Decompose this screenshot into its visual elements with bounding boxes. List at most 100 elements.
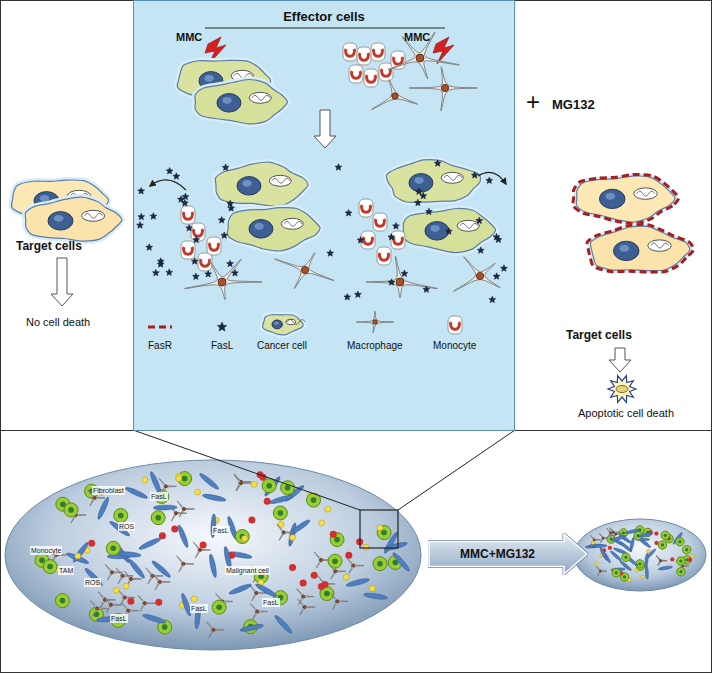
zoom-line bbox=[133, 430, 360, 510]
macrophage bbox=[366, 256, 437, 298]
fibroblast bbox=[125, 486, 149, 500]
monocyte bbox=[373, 213, 387, 231]
release-arrow bbox=[478, 172, 506, 184]
fibroblast bbox=[593, 544, 607, 547]
fibroblast bbox=[228, 551, 252, 560]
fasl-star bbox=[327, 250, 334, 257]
monocyte bbox=[371, 43, 385, 61]
fibroblast bbox=[202, 493, 226, 503]
macrophage bbox=[177, 556, 194, 572]
macrophage bbox=[453, 257, 500, 292]
fasl-star bbox=[501, 265, 508, 272]
macrophage bbox=[409, 67, 477, 111]
malignant-cell bbox=[235, 530, 249, 544]
cell-type-label: Fibroblast bbox=[92, 486, 125, 495]
fasl-star bbox=[489, 296, 496, 303]
macrophage bbox=[356, 311, 393, 333]
fasl-star bbox=[388, 234, 395, 241]
monocyte bbox=[181, 241, 195, 259]
tumour-large bbox=[5, 460, 421, 650]
molecule-label: ROS bbox=[118, 522, 135, 531]
ros-dot bbox=[319, 520, 325, 526]
macrophage bbox=[138, 595, 155, 611]
macrophage bbox=[177, 501, 194, 517]
fibroblast bbox=[117, 551, 141, 558]
outcome-label: No cell death bbox=[26, 316, 90, 329]
fibroblast bbox=[66, 551, 90, 565]
monocyte-dot bbox=[127, 598, 134, 605]
cell-type-label: TAM bbox=[58, 566, 74, 575]
fibroblast bbox=[289, 518, 311, 536]
malignant-cell bbox=[676, 538, 684, 546]
fibroblast bbox=[151, 559, 172, 578]
tumour-illustration bbox=[5, 430, 706, 650]
legend-label: Macrophage bbox=[347, 340, 403, 351]
fasl-star bbox=[477, 247, 484, 254]
macrophage bbox=[331, 593, 348, 609]
ros-dot bbox=[176, 475, 182, 481]
macrophage bbox=[105, 564, 122, 580]
tumour-small bbox=[574, 519, 706, 591]
fasl-star bbox=[345, 209, 352, 216]
fibroblast bbox=[228, 583, 252, 596]
monocyte bbox=[357, 47, 371, 65]
monocyte bbox=[377, 247, 391, 265]
ros-dot bbox=[591, 541, 595, 545]
fasl-star bbox=[445, 228, 452, 235]
malignant-cell bbox=[55, 594, 69, 608]
macrophage bbox=[275, 253, 334, 289]
macrophage bbox=[590, 535, 600, 545]
fibroblast bbox=[269, 494, 293, 505]
macrophage bbox=[104, 597, 121, 613]
fibroblast bbox=[363, 592, 387, 600]
monocyte bbox=[207, 237, 221, 255]
fibroblast bbox=[346, 577, 370, 588]
outcome-label: Apoptotic cell death bbox=[578, 407, 674, 420]
monocyte-dot bbox=[248, 517, 255, 524]
fasl-star bbox=[425, 208, 432, 215]
effector-panel: Effector cells bbox=[133, 0, 515, 431]
cancer-cell bbox=[403, 208, 496, 252]
target-cells-untreated bbox=[11, 180, 121, 306]
fasl-star bbox=[414, 199, 421, 206]
plus-sign: + bbox=[526, 88, 540, 116]
legend-label: FasL bbox=[211, 340, 233, 351]
tumour-contents bbox=[35, 471, 411, 638]
fibroblast bbox=[391, 551, 411, 572]
fibroblast bbox=[84, 567, 104, 587]
malignant-cell bbox=[64, 503, 78, 517]
fasl-star bbox=[434, 160, 441, 167]
target-cells-mg132 bbox=[573, 175, 693, 403]
macrophage bbox=[207, 622, 224, 638]
cancer-cell bbox=[587, 225, 693, 273]
monocyte-dot bbox=[200, 542, 207, 549]
fasl-star bbox=[138, 213, 145, 220]
malignant-cell bbox=[212, 600, 226, 614]
molecule-label: FasL bbox=[212, 526, 230, 535]
fasl-star bbox=[227, 200, 234, 207]
panel-heading: Effector cells bbox=[134, 9, 514, 24]
monocyte-dot bbox=[345, 552, 352, 559]
macrophage bbox=[234, 475, 251, 491]
molecule-label: FasL bbox=[262, 598, 280, 607]
malignant-cell bbox=[328, 554, 342, 568]
fibroblast bbox=[239, 623, 263, 633]
macrophage bbox=[347, 558, 364, 574]
macrophage bbox=[657, 556, 667, 566]
fasl-star bbox=[173, 173, 180, 180]
monocyte bbox=[359, 199, 373, 217]
cancer-cell bbox=[195, 80, 287, 124]
malignant-cell bbox=[43, 560, 57, 574]
cancer-cell bbox=[262, 315, 305, 335]
fasl-star bbox=[192, 273, 199, 280]
monocyte-dot bbox=[171, 525, 178, 532]
effector-illustration bbox=[137, 32, 508, 303]
fasl-star bbox=[401, 270, 408, 277]
ros-dot bbox=[290, 534, 296, 540]
fasr-receptors bbox=[573, 175, 679, 224]
fasl-star bbox=[186, 225, 193, 232]
ros-dot bbox=[251, 481, 257, 487]
fibroblast bbox=[138, 536, 162, 551]
arrow-label: MMC+MG132 bbox=[460, 547, 535, 561]
monocyte-dot bbox=[330, 531, 337, 538]
